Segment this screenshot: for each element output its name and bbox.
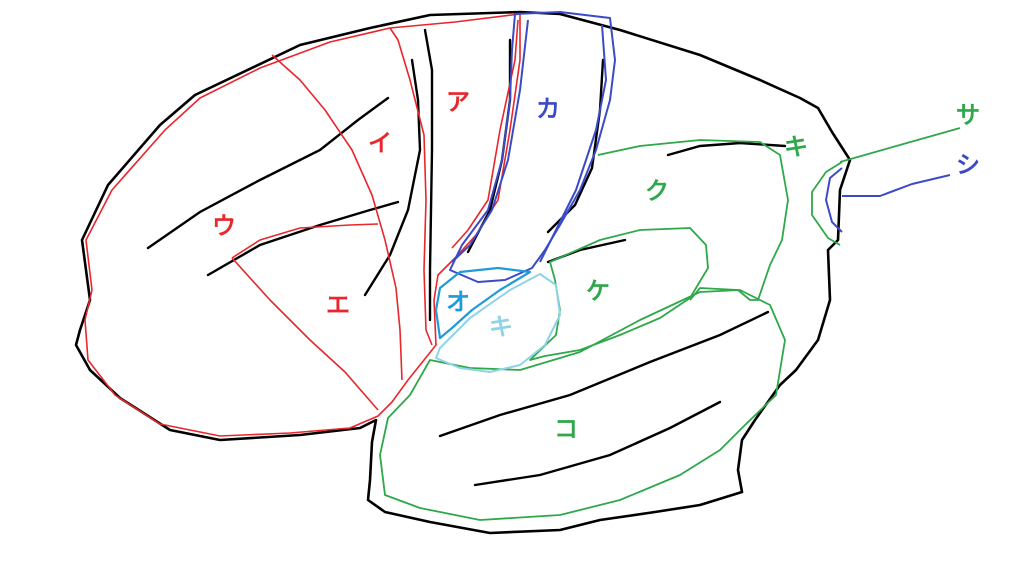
sulcus-2 xyxy=(206,200,400,277)
label-sa: サ xyxy=(956,101,980,129)
sulcus-3 xyxy=(363,58,422,297)
sulcus-1 xyxy=(146,96,390,250)
label-u: ウ xyxy=(212,212,236,240)
temporal-region-ki xyxy=(811,161,843,246)
frontal-divider-1 xyxy=(271,54,403,381)
label-ko: コ xyxy=(554,415,578,443)
frontal-divider-3 xyxy=(231,223,379,259)
label-ke: ケ xyxy=(586,277,610,305)
frontal-region-outline xyxy=(84,13,521,437)
sulcus-7 xyxy=(666,141,787,157)
label-a: ア xyxy=(446,88,470,116)
temporal-region-ku xyxy=(597,139,789,301)
parietal-region-outline xyxy=(449,11,616,283)
label-o: オ xyxy=(446,288,470,316)
sa-loop xyxy=(825,167,843,233)
label-e: エ xyxy=(326,291,350,319)
brain-outline xyxy=(74,10,852,535)
sulcus-4 xyxy=(423,28,434,322)
parietal-inner-line xyxy=(451,19,529,263)
frontal-divider-5 xyxy=(451,19,519,249)
label-shi: シ xyxy=(956,151,980,179)
temporal-region-ko xyxy=(379,289,786,521)
insula-outline xyxy=(434,266,532,340)
sulcus-10 xyxy=(473,400,722,487)
parietal-inner-line-2 xyxy=(539,24,607,263)
label-ku: ク xyxy=(645,177,669,205)
temporal-region-ke xyxy=(529,227,709,361)
sa-pointer-line xyxy=(839,127,961,163)
label-i: イ xyxy=(368,129,392,157)
insula-inner-outline xyxy=(435,273,561,373)
frontal-divider-4 xyxy=(231,257,379,411)
label-ki: キ xyxy=(784,133,808,161)
frontal-divider-2 xyxy=(389,27,433,346)
label-ka: カ xyxy=(536,95,560,123)
label-ki-inner: キ xyxy=(489,313,513,341)
shi-pointer-line xyxy=(842,174,951,197)
sulcus-9 xyxy=(438,310,770,438)
sulcus-6 xyxy=(546,58,605,234)
